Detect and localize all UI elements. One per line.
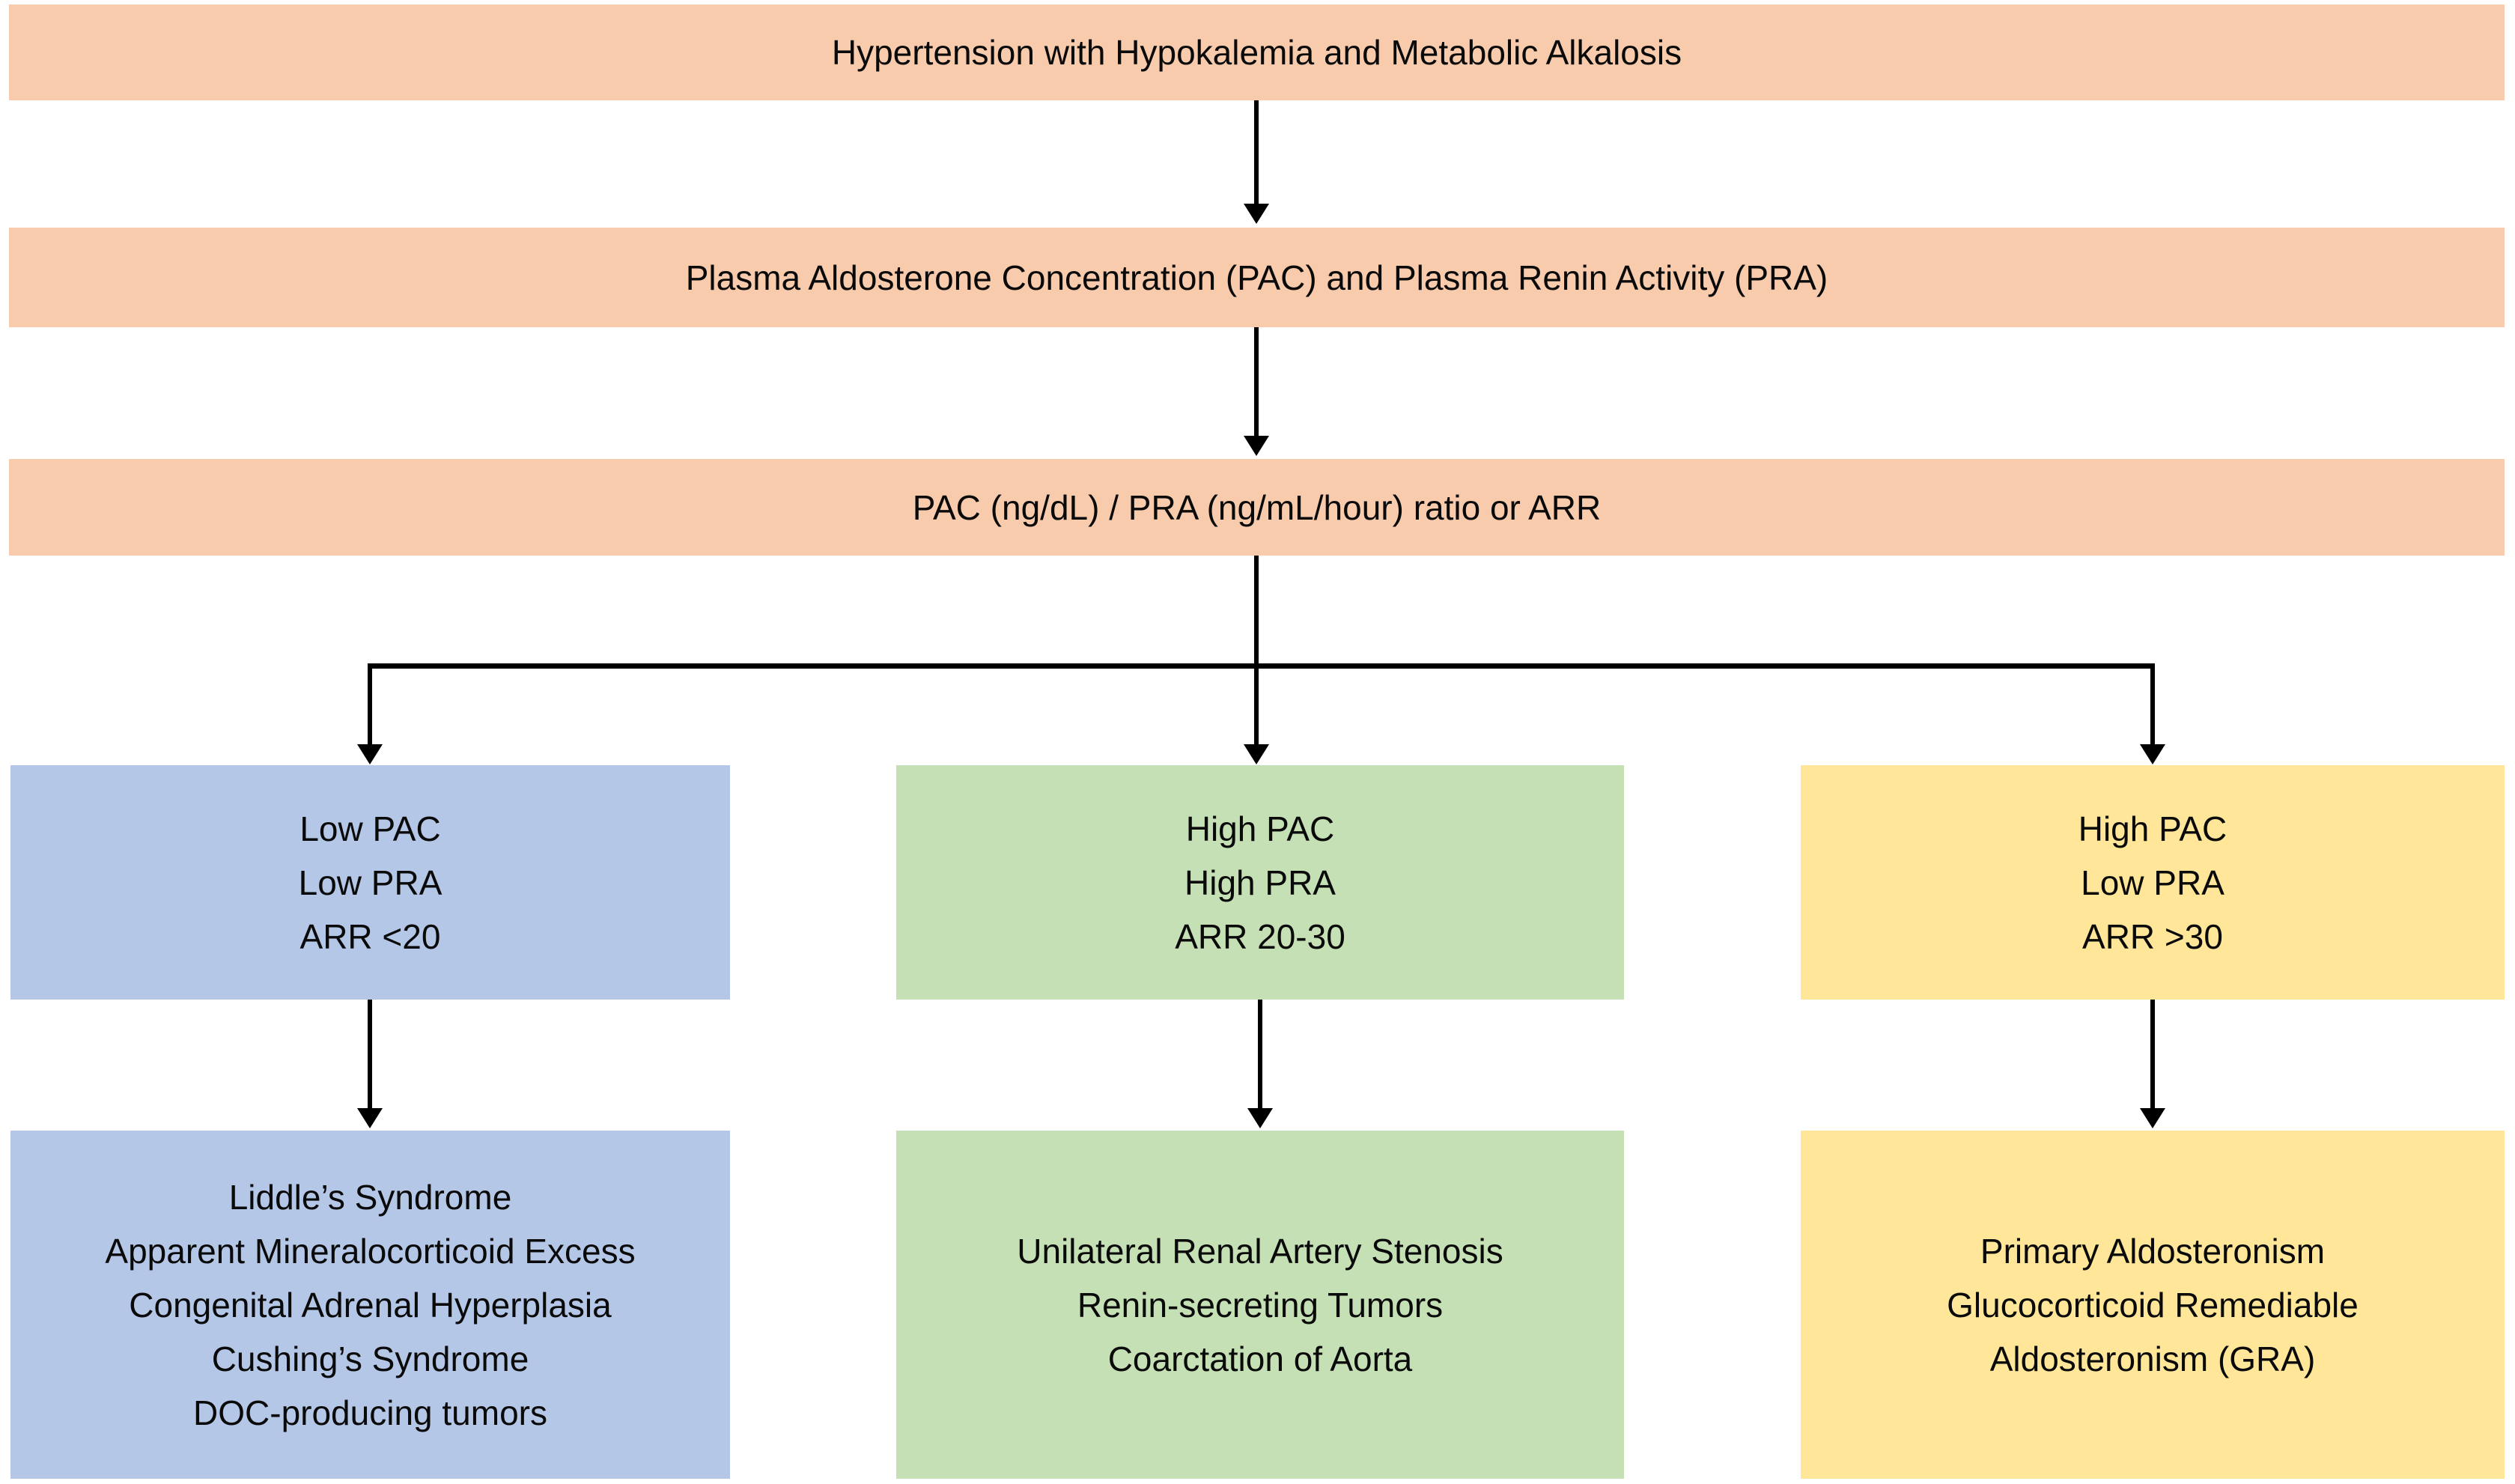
criteria-line: ARR <20 [299, 916, 441, 956]
arrow-down-icon [357, 744, 383, 764]
criteria-line: Low PAC [299, 809, 441, 848]
arrow-down-icon [2140, 1108, 2165, 1128]
step-box-pac-pra: Plasma Aldosterone Concentration (PAC) a… [9, 228, 2505, 327]
diagnosis-line: DOC-producing tumors [193, 1393, 547, 1432]
diagnosis-line: Apparent Mineralocorticoid Excess [105, 1231, 636, 1271]
step-label: Hypertension with Hypokalemia and Metabo… [831, 33, 1682, 72]
criteria-box-low-arr: Low PAC Low PRA ARR <20 [10, 765, 730, 1000]
arrow-down-icon [1244, 744, 1269, 764]
arrow-stem [1254, 666, 1259, 746]
arrow-stem [1254, 327, 1259, 437]
criteria-line: High PRA [1184, 863, 1336, 902]
arrow-down-icon [1244, 436, 1269, 456]
criteria-line: ARR >30 [2082, 916, 2223, 956]
arrow-stem [368, 666, 372, 746]
diagnosis-line: Liddle’s Syndrome [228, 1177, 512, 1217]
step-box-arr-ratio: PAC (ng/dL) / PRA (ng/mL/hour) ratio or … [9, 459, 2505, 556]
diagnosis-line: Congenital Adrenal Hyperplasia [129, 1285, 612, 1325]
step-label: Plasma Aldosterone Concentration (PAC) a… [685, 258, 1828, 297]
diagnoses-box-mid-arr: Unilateral Renal Artery Stenosis Renin-s… [896, 1131, 1624, 1479]
arrow-down-icon [1247, 1108, 1273, 1128]
arrow-stem [1254, 100, 1259, 205]
arrow-down-icon [2140, 744, 2165, 764]
diagnosis-line: Aldosteronism (GRA) [1989, 1339, 2316, 1378]
criteria-line: ARR 20-30 [1175, 916, 1345, 956]
criteria-line: Low PRA [298, 863, 443, 902]
diagnosis-line: Cushing’s Syndrome [211, 1339, 529, 1378]
diagnosis-line: Coarctation of Aorta [1107, 1339, 1413, 1378]
connector-horizontal-bar [368, 663, 2155, 669]
diagnoses-box-high-arr: Primary Aldosteronism Glucocorticoid Rem… [1801, 1131, 2505, 1479]
arrow-stem [2150, 1000, 2155, 1110]
diagnosis-line: Unilateral Renal Artery Stenosis [1017, 1231, 1503, 1271]
arrow-stem [2150, 666, 2155, 746]
criteria-box-high-arr: High PAC Low PRA ARR >30 [1801, 765, 2505, 1000]
diagnosis-line: Glucocorticoid Remediable [1947, 1285, 2359, 1325]
step-label: PAC (ng/dL) / PRA (ng/mL/hour) ratio or … [912, 487, 1602, 527]
criteria-line: Low PRA [2081, 863, 2224, 902]
arrow-down-icon [357, 1108, 383, 1128]
criteria-box-mid-arr: High PAC High PRA ARR 20-30 [896, 765, 1624, 1000]
step-box-hypertension: Hypertension with Hypokalemia and Metabo… [9, 4, 2505, 100]
criteria-line: High PAC [1185, 809, 1335, 848]
arrow-stem [368, 1000, 372, 1110]
connector-stem [1254, 556, 1259, 666]
criteria-line: High PAC [2078, 809, 2227, 848]
diagnosis-line: Primary Aldosteronism [1980, 1231, 2326, 1271]
arrow-stem [1258, 1000, 1262, 1110]
arrow-down-icon [1244, 204, 1269, 224]
diagnoses-box-low-arr: Liddle’s Syndrome Apparent Mineralocorti… [10, 1131, 730, 1479]
diagnosis-line: Renin-secreting Tumors [1077, 1285, 1444, 1325]
